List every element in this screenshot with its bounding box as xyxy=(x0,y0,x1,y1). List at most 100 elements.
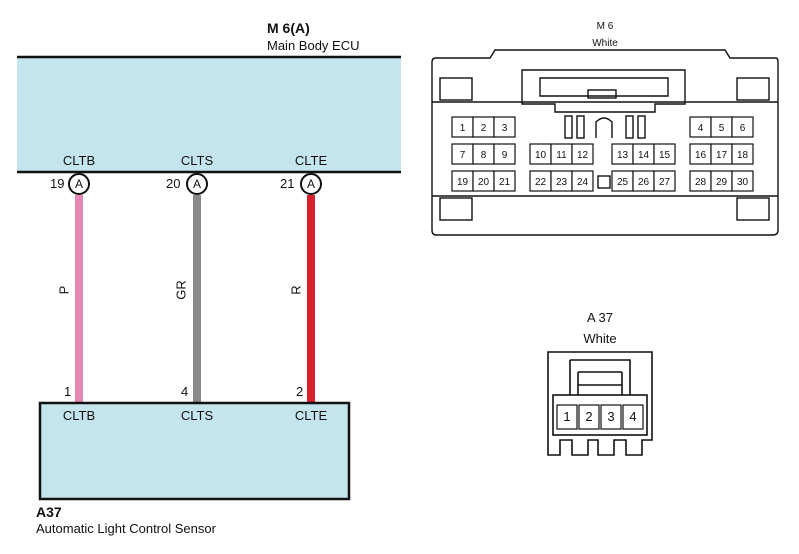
sensor-pin-1: 1 xyxy=(64,384,72,399)
ecu-name: Main Body ECU xyxy=(267,38,360,53)
wire-color-code-r: R xyxy=(288,285,304,295)
m6-pin-12: 12 xyxy=(571,143,594,165)
svg-text:30: 30 xyxy=(737,177,749,188)
m6-pin-11: 11 xyxy=(550,143,573,165)
svg-text:13: 13 xyxy=(617,150,629,161)
m6-pin-24: 24 xyxy=(571,170,594,192)
svg-text:20: 20 xyxy=(478,177,490,188)
m6-title: M 6 xyxy=(596,21,614,32)
ecu-pin-19: 19 xyxy=(50,176,65,191)
svg-text:2: 2 xyxy=(585,409,592,424)
a37-color: White xyxy=(583,331,617,346)
a37-pin-4: 4 xyxy=(622,404,644,430)
m6-pin-18: 18 xyxy=(731,143,754,165)
m6-pin-19: 19 xyxy=(451,170,474,192)
m6-pin-6: 6 xyxy=(731,116,754,138)
svg-text:15: 15 xyxy=(659,150,671,161)
m6-pin-13: 13 xyxy=(611,143,634,165)
ecu-code: M 6(A) xyxy=(267,20,310,36)
m6-pin-5: 5 xyxy=(710,116,733,138)
terminal-marker-19 xyxy=(68,173,90,195)
svg-text:3: 3 xyxy=(607,409,614,424)
m6-pin-8: 8 xyxy=(472,143,495,165)
m6-pin-10: 10 xyxy=(529,143,552,165)
a37-pin-2: 2 xyxy=(578,404,600,430)
svg-text:9: 9 xyxy=(502,150,508,161)
m6-pin-28: 28 xyxy=(689,170,712,192)
sensor-pin-4: 4 xyxy=(181,384,189,399)
ecu-connector-letter-20: A xyxy=(192,177,202,191)
svg-text:5: 5 xyxy=(719,123,725,134)
sensor-box xyxy=(38,401,351,501)
m6-pin-23: 23 xyxy=(550,170,573,192)
ecu-terminal-cltb: CLTB xyxy=(62,153,96,168)
a37-title: A 37 xyxy=(586,310,614,325)
a37-connector-drawing xyxy=(547,351,653,456)
m6-pin-21: 21 xyxy=(493,170,516,192)
svg-text:11: 11 xyxy=(556,150,567,161)
sensor-pin-2: 2 xyxy=(296,384,304,399)
m6-pin-4: 4 xyxy=(689,116,712,138)
terminal-marker-21 xyxy=(300,173,322,195)
m6-connector-drawing xyxy=(431,49,779,236)
svg-text:1: 1 xyxy=(563,409,570,424)
svg-text:3: 3 xyxy=(502,123,508,134)
ecu-pin-20: 20 xyxy=(166,176,181,191)
svg-text:10: 10 xyxy=(535,150,547,161)
m6-pin-16: 16 xyxy=(689,143,712,165)
ecu-connector-letter-21: A xyxy=(306,177,316,191)
m6-pin-17: 17 xyxy=(710,143,733,165)
svg-text:25: 25 xyxy=(617,177,629,188)
svg-text:8: 8 xyxy=(481,150,487,161)
terminal-marker-20 xyxy=(186,173,208,195)
sensor-name: Automatic Light Control Sensor xyxy=(36,521,216,536)
m6-color: White xyxy=(592,38,618,49)
svg-text:12: 12 xyxy=(577,150,589,161)
m6-pin-27: 27 xyxy=(653,170,676,192)
svg-text:14: 14 xyxy=(638,150,650,161)
ecu-connector-letter-19: A xyxy=(74,177,84,191)
wire-color-code-p: P xyxy=(56,285,72,295)
svg-text:17: 17 xyxy=(716,150,728,161)
svg-text:23: 23 xyxy=(556,177,568,188)
svg-text:16: 16 xyxy=(695,150,707,161)
svg-text:28: 28 xyxy=(695,177,707,188)
wire-color-code-gr: GR xyxy=(173,280,189,300)
svg-text:26: 26 xyxy=(638,177,650,188)
ecu-pin-21: 21 xyxy=(280,176,295,191)
svg-text:24: 24 xyxy=(577,177,589,188)
m6-pin-26: 26 xyxy=(632,170,655,192)
ecu-box xyxy=(17,57,401,172)
svg-text:27: 27 xyxy=(659,177,671,188)
ecu-terminal-clts: CLTS xyxy=(180,153,214,168)
m6-pin-2: 2 xyxy=(472,116,495,138)
m6-pin-7: 7 xyxy=(451,143,474,165)
svg-text:4: 4 xyxy=(629,409,636,424)
sensor-terminal-clts: CLTS xyxy=(180,408,214,423)
svg-text:7: 7 xyxy=(460,150,466,161)
sensor-code: A37 xyxy=(36,504,62,520)
svg-text:6: 6 xyxy=(740,123,746,134)
svg-text:2: 2 xyxy=(481,123,487,134)
svg-text:21: 21 xyxy=(499,177,511,188)
wire-r xyxy=(307,195,315,403)
wire-gr xyxy=(193,195,201,403)
m6-pin-15: 15 xyxy=(653,143,676,165)
m6-pin-22: 22 xyxy=(529,170,552,192)
wire-p xyxy=(75,195,83,403)
sensor-terminal-cltb: CLTB xyxy=(62,408,96,423)
m6-pin-1: 1 xyxy=(451,116,474,138)
m6-pin-20: 20 xyxy=(472,170,495,192)
svg-text:19: 19 xyxy=(457,177,469,188)
svg-text:22: 22 xyxy=(535,177,547,188)
svg-text:1: 1 xyxy=(460,123,466,134)
m6-pin-25: 25 xyxy=(611,170,634,192)
m6-pin-29: 29 xyxy=(710,170,733,192)
a37-pin-3: 3 xyxy=(600,404,622,430)
ecu-terminal-clte: CLTE xyxy=(294,153,328,168)
svg-text:18: 18 xyxy=(737,150,749,161)
sensor-terminal-clte: CLTE xyxy=(294,408,328,423)
